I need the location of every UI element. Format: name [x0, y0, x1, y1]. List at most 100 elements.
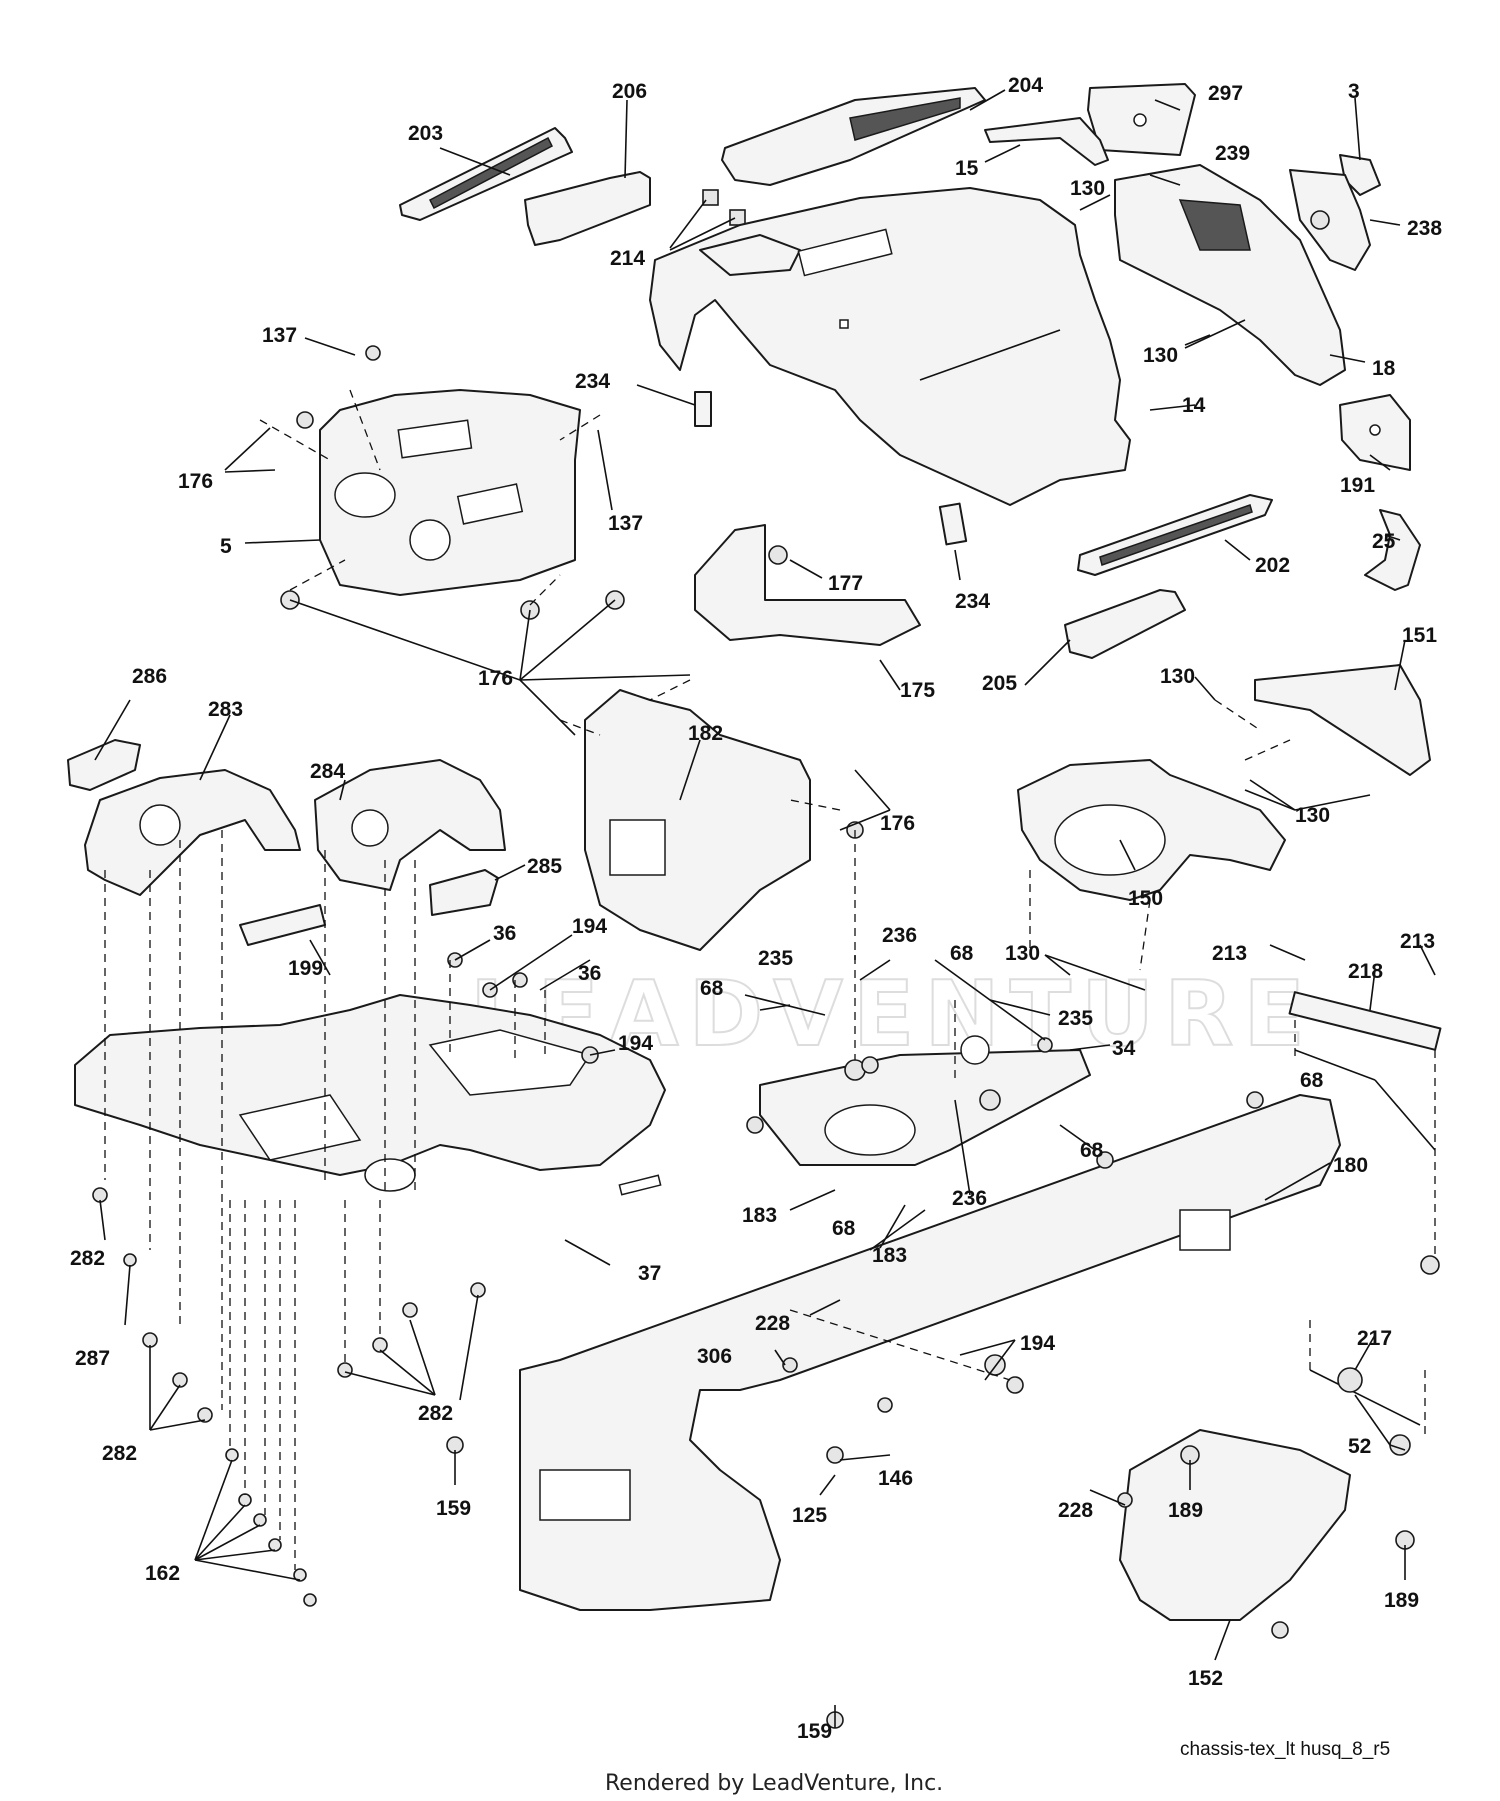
- callout-52[interactable]: 52: [1348, 1435, 1371, 1458]
- callout-282[interactable]: 282: [70, 1247, 105, 1270]
- callout-236[interactable]: 236: [952, 1187, 987, 1210]
- callout-68[interactable]: 68: [700, 977, 724, 1000]
- callout-14[interactable]: 14: [1182, 394, 1206, 417]
- callout-130[interactable]: 130: [1005, 942, 1040, 965]
- callout-176[interactable]: 176: [478, 667, 513, 690]
- part-238-grille: [1289, 169, 1371, 271]
- callout-37[interactable]: 37: [638, 1262, 661, 1285]
- callout-180[interactable]: 180: [1333, 1154, 1368, 1177]
- callout-182[interactable]: 182: [688, 722, 723, 745]
- callout-159[interactable]: 159: [797, 1720, 832, 1743]
- callout-183[interactable]: 183: [742, 1204, 777, 1227]
- part-15-trim: [984, 117, 1109, 166]
- callout-236[interactable]: 236: [882, 924, 917, 947]
- callout-282[interactable]: 282: [418, 1402, 453, 1425]
- callout-68[interactable]: 68: [832, 1217, 856, 1240]
- part-234-clip: [938, 502, 968, 546]
- callout-125[interactable]: 125: [792, 1504, 827, 1527]
- part-18-nose: [1114, 164, 1346, 386]
- callout-235[interactable]: 235: [1058, 1007, 1093, 1030]
- callout-175[interactable]: 175: [900, 679, 935, 702]
- callout-194[interactable]: 194: [572, 915, 607, 938]
- part-151-bracket: [1254, 664, 1431, 776]
- callout-284[interactable]: 284: [310, 760, 345, 783]
- callout-213[interactable]: 213: [1400, 930, 1435, 953]
- callout-183[interactable]: 183: [872, 1244, 907, 1267]
- callout-152[interactable]: 152: [1188, 1667, 1223, 1690]
- callout-234[interactable]: 234: [955, 590, 990, 613]
- part-214-clip: [702, 189, 719, 206]
- callout-191[interactable]: 191: [1340, 474, 1375, 497]
- callout-235[interactable]: 235: [758, 947, 793, 970]
- callout-176[interactable]: 176: [178, 470, 213, 493]
- callout-130[interactable]: 130: [1143, 344, 1178, 367]
- callout-285[interactable]: 285: [527, 855, 562, 878]
- callout-151[interactable]: 151: [1402, 624, 1437, 647]
- part-180-frame: [519, 1094, 1341, 1611]
- part-14-hood: [649, 187, 1131, 506]
- callout-213[interactable]: 213: [1212, 942, 1247, 965]
- part-217-rod: [1309, 1369, 1421, 1426]
- callout-68[interactable]: 68: [1300, 1069, 1324, 1092]
- callout-217[interactable]: 217: [1357, 1327, 1392, 1350]
- callout-206[interactable]: 206: [612, 80, 647, 103]
- part-284-fender: [314, 759, 506, 891]
- callout-228[interactable]: 228: [755, 1312, 790, 1335]
- callout-189[interactable]: 189: [1384, 1589, 1419, 1612]
- part-205-vent: [1064, 589, 1186, 659]
- callout-228[interactable]: 228: [1058, 1499, 1093, 1522]
- callout-306[interactable]: 306: [697, 1345, 732, 1368]
- alignment-lines: [104, 389, 1436, 1570]
- callout-137[interactable]: 137: [262, 324, 297, 347]
- callout-18[interactable]: 18: [1372, 357, 1396, 380]
- callout-137[interactable]: 137: [608, 512, 643, 535]
- callout-159[interactable]: 159: [436, 1497, 471, 1520]
- part-234-clip: [694, 391, 712, 427]
- callout-202[interactable]: 202: [1255, 554, 1290, 577]
- part-177-nut: [768, 545, 788, 565]
- callout-199[interactable]: 199: [288, 957, 323, 980]
- part-5-dash: [319, 389, 581, 596]
- callout-282[interactable]: 282: [102, 1442, 137, 1465]
- part-286: [67, 739, 141, 791]
- figure-code: chassis-tex_lt husq_8_r5: [1180, 1739, 1390, 1760]
- part-182-dash: [584, 689, 811, 951]
- callout-15[interactable]: 15: [955, 157, 979, 180]
- callout-238[interactable]: 238: [1407, 217, 1442, 240]
- callout-176[interactable]: 176: [880, 812, 915, 835]
- callout-68[interactable]: 68: [950, 942, 974, 965]
- callout-189[interactable]: 189: [1168, 1499, 1203, 1522]
- callout-177[interactable]: 177: [828, 572, 863, 595]
- callout-130[interactable]: 130: [1070, 177, 1105, 200]
- callout-68[interactable]: 68: [1080, 1139, 1104, 1162]
- callout-146[interactable]: 146: [878, 1467, 913, 1490]
- callout-234[interactable]: 234: [575, 370, 610, 393]
- callout-214[interactable]: 214: [610, 247, 645, 270]
- callout-297[interactable]: 297: [1208, 82, 1243, 105]
- part-239-badge: [1310, 210, 1330, 230]
- callout-194[interactable]: 194: [1020, 1332, 1055, 1355]
- part-175-bracket: [694, 524, 921, 646]
- callout-36[interactable]: 36: [493, 922, 516, 945]
- callout-150[interactable]: 150: [1128, 887, 1163, 910]
- callout-286[interactable]: 286: [132, 665, 167, 688]
- callout-25[interactable]: 25: [1372, 530, 1396, 553]
- callout-3[interactable]: 3: [1348, 80, 1360, 103]
- callout-287[interactable]: 287: [75, 1347, 110, 1370]
- callout-239[interactable]: 239: [1215, 142, 1250, 165]
- callout-36[interactable]: 36: [578, 962, 601, 985]
- callout-34[interactable]: 34: [1112, 1037, 1136, 1060]
- callout-130[interactable]: 130: [1160, 665, 1195, 688]
- callout-162[interactable]: 162: [145, 1562, 180, 1585]
- callout-204[interactable]: 204: [1008, 74, 1043, 97]
- part-283-fender: [84, 769, 301, 896]
- callout-130[interactable]: 130: [1295, 804, 1330, 827]
- callout-283[interactable]: 283: [208, 698, 243, 721]
- callout-203[interactable]: 203: [408, 122, 443, 145]
- callout-205[interactable]: 205: [982, 672, 1017, 695]
- callout-5[interactable]: 5: [220, 535, 232, 558]
- callout-194[interactable]: 194: [618, 1032, 653, 1055]
- callout-labels: 203 206 204 297 3 15 239 130 238 214 137…: [70, 74, 1442, 1743]
- callout-218[interactable]: 218: [1348, 960, 1383, 983]
